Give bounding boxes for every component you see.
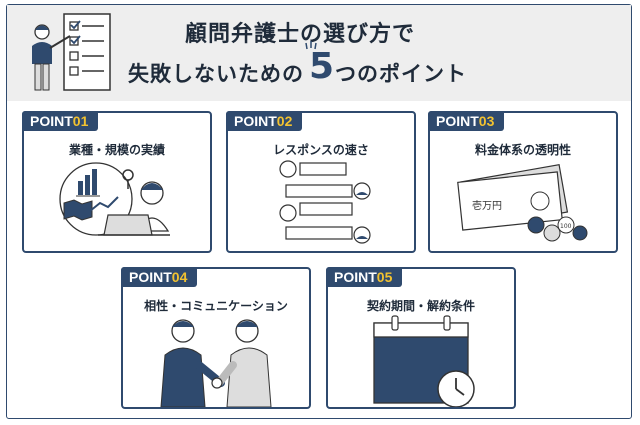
sparkle-icon — [305, 41, 317, 50]
point-label-03: 料金体系の透明性 — [474, 143, 571, 157]
handshake-icon — [160, 319, 272, 407]
point-badge-04: POINT04 — [121, 267, 198, 287]
point-card-04: POINT04 相性・コミュニケーション — [121, 267, 311, 409]
calendar-clock-icon — [373, 315, 475, 407]
title-line2-prefix: 失敗しないための — [128, 62, 304, 86]
point-card-01: POINT01 業種・規模の実績 — [22, 111, 212, 253]
point-badge-03: POINT03 — [428, 111, 505, 131]
point-badge-02: POINT02 — [226, 111, 303, 131]
point-card-03: POINT03 料金体系の透明性 壱万円 100 — [428, 111, 618, 253]
title-line2-suffix: つのポイント — [335, 62, 467, 86]
point-badge-05: POINT05 — [326, 267, 403, 287]
point-label-04: 相性・コミュニケーション — [144, 299, 288, 313]
point-card-05: POINT05 契約期間・解約条件 — [326, 267, 516, 409]
checklist-person-icon — [32, 13, 111, 91]
svg-text:壱万円: 壱万円 — [472, 199, 502, 212]
point-badge-01: POINT01 — [22, 111, 99, 131]
point-card-02: POINT02 レスポンスの速さ — [226, 111, 416, 253]
chat-conversation-icon — [279, 160, 371, 244]
point-label-01: 業種・規模の実績 — [68, 143, 165, 157]
analytics-worker-icon — [59, 162, 170, 236]
money-icon: 壱万円 100 — [457, 163, 588, 242]
title-number-five: 5 — [309, 46, 335, 87]
svg-text:100: 100 — [560, 223, 572, 230]
point-label-05: 契約期間・解約条件 — [366, 299, 475, 313]
point-label-02: レスポンスの速さ — [273, 143, 369, 157]
header-banner — [7, 5, 631, 101]
title-line1: 顧問弁護士の選び方で — [185, 22, 416, 47]
